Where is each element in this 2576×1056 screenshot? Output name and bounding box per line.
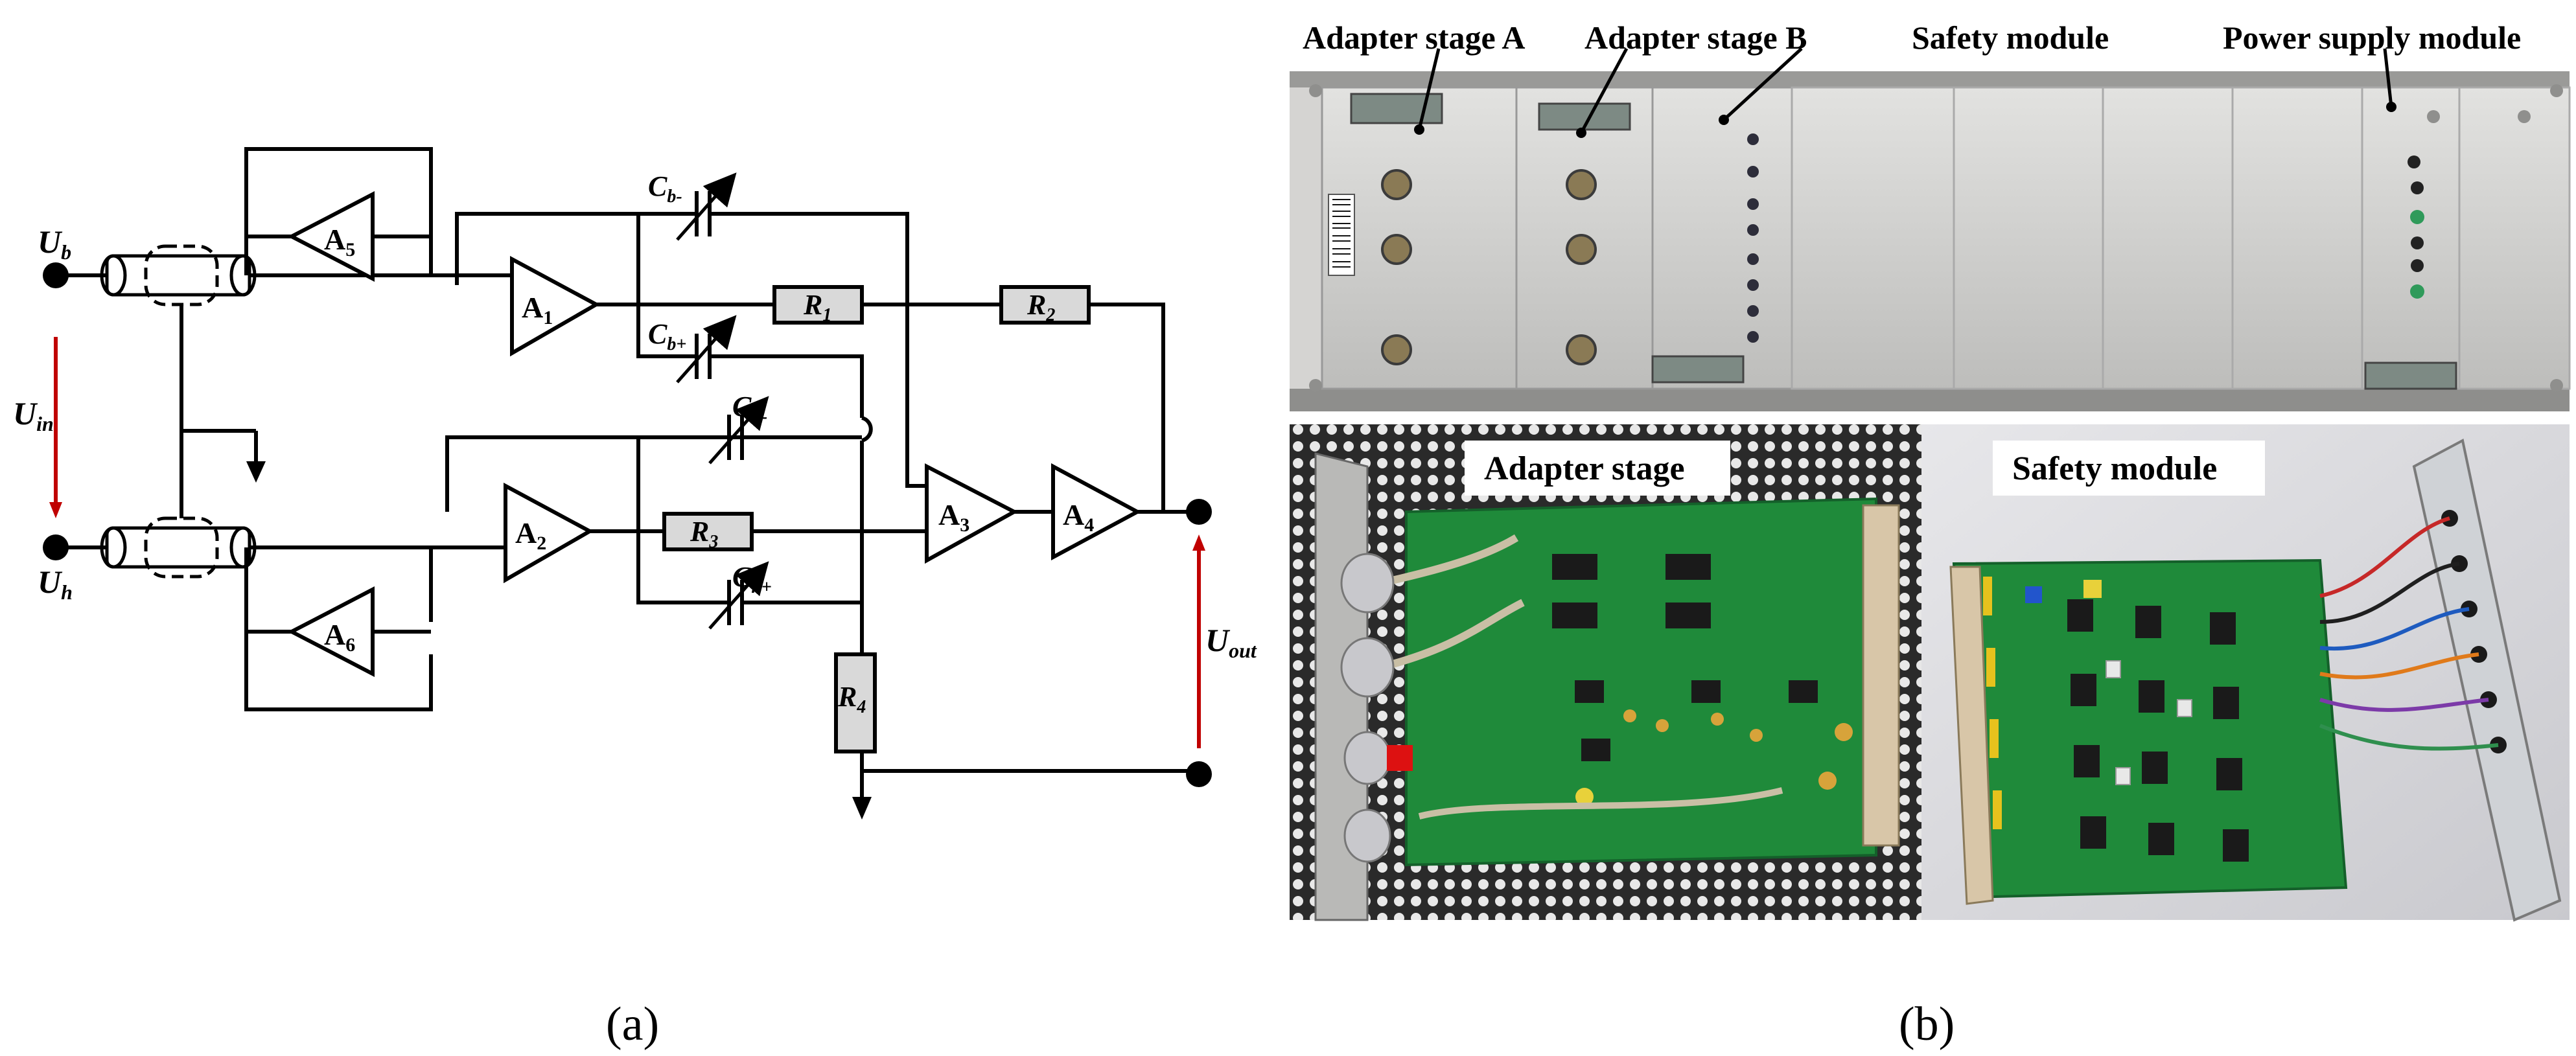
coax-shield-bottom	[100, 516, 257, 579]
adapter-stage-label-box	[1465, 441, 1730, 496]
safety-module-label-box	[1993, 441, 2265, 496]
label-uout: Uout	[1205, 622, 1257, 662]
amplifier-a5	[287, 191, 375, 282]
amplifier-a3	[925, 463, 1019, 564]
caption-a: (a)	[606, 998, 659, 1051]
label-ub: Ub	[38, 224, 71, 264]
uout-terminal-bottom	[1186, 761, 1212, 787]
label-r2: R2	[1027, 289, 1055, 325]
label-safety-module-rack: Safety module	[1912, 19, 2109, 56]
uh-input-line	[56, 516, 505, 579]
label-adapter-stage: Adapter stage	[1484, 450, 1685, 487]
adapter-stage-photo	[1290, 424, 1921, 921]
capacitor-ch-plus	[708, 561, 769, 630]
top-branch-wires	[596, 212, 1165, 752]
rack-photo	[1290, 71, 2571, 411]
shield-ground	[180, 304, 266, 518]
label-r1: R1	[803, 289, 831, 325]
resistor-r2	[999, 285, 1091, 325]
rack-pointers	[1417, 47, 2393, 134]
label-power-supply-module: Power supply module	[2223, 19, 2521, 56]
label-adapter-stage-b: Adapter stage B	[1584, 19, 1807, 56]
label-a2: A2	[515, 516, 546, 554]
capacitor-cb-minus	[676, 172, 737, 241]
amplifier-a4	[1051, 463, 1142, 561]
ground-arrow	[852, 797, 872, 820]
label-cb-plus: Cb+	[648, 318, 686, 354]
rack-module-safety	[1651, 86, 1793, 390]
uout-arrow	[1192, 534, 1205, 748]
hardware-photos: Adapter stage A Adapter stage B Safety m…	[1290, 19, 2571, 1051]
resistor-r3	[662, 512, 754, 551]
amplifier-a1	[510, 255, 601, 357]
uin-arrow	[49, 337, 62, 518]
label-r4: R4	[837, 681, 866, 717]
ub-input-line	[56, 244, 512, 306]
rack-module-power	[2361, 86, 2461, 390]
amplifier-a6	[287, 586, 375, 677]
label-a3: A3	[938, 498, 969, 536]
label-safety-module-photo: Safety module	[2012, 450, 2217, 487]
bottom-branch-wires	[590, 435, 1199, 800]
label-a1: A1	[522, 291, 553, 328]
label-adapter-stage-a: Adapter stage A	[1303, 19, 1526, 56]
uout-terminal-top	[1186, 499, 1212, 525]
resistor-r4	[834, 652, 877, 753]
safety-module-photo	[1921, 424, 2570, 922]
ub-terminal	[43, 262, 69, 288]
label-a6: A6	[324, 618, 355, 656]
a6-loop	[244, 547, 433, 711]
caption-b: (b)	[1899, 998, 1955, 1051]
label-cb-minus: Cb-	[648, 170, 682, 207]
circuit-schematic: A5 A6 A1 A2	[13, 147, 1257, 1051]
uh-terminal	[43, 534, 69, 560]
label-uin: Uin	[13, 395, 54, 435]
capacitor-cb-plus	[676, 315, 737, 384]
resistor-r1	[772, 285, 864, 325]
a5-loop	[244, 147, 433, 275]
label-ch-minus: Ch-	[732, 391, 767, 427]
capacitor-ch-minus	[708, 396, 769, 465]
label-r3: R3	[690, 516, 718, 552]
amplifier-a2	[504, 482, 594, 584]
coax-shield-top	[100, 244, 257, 306]
label-a5: A5	[324, 223, 355, 260]
label-uh: Uh	[38, 564, 73, 604]
label-ch-plus: Ch+	[732, 561, 772, 597]
label-a4: A4	[1063, 498, 1094, 536]
